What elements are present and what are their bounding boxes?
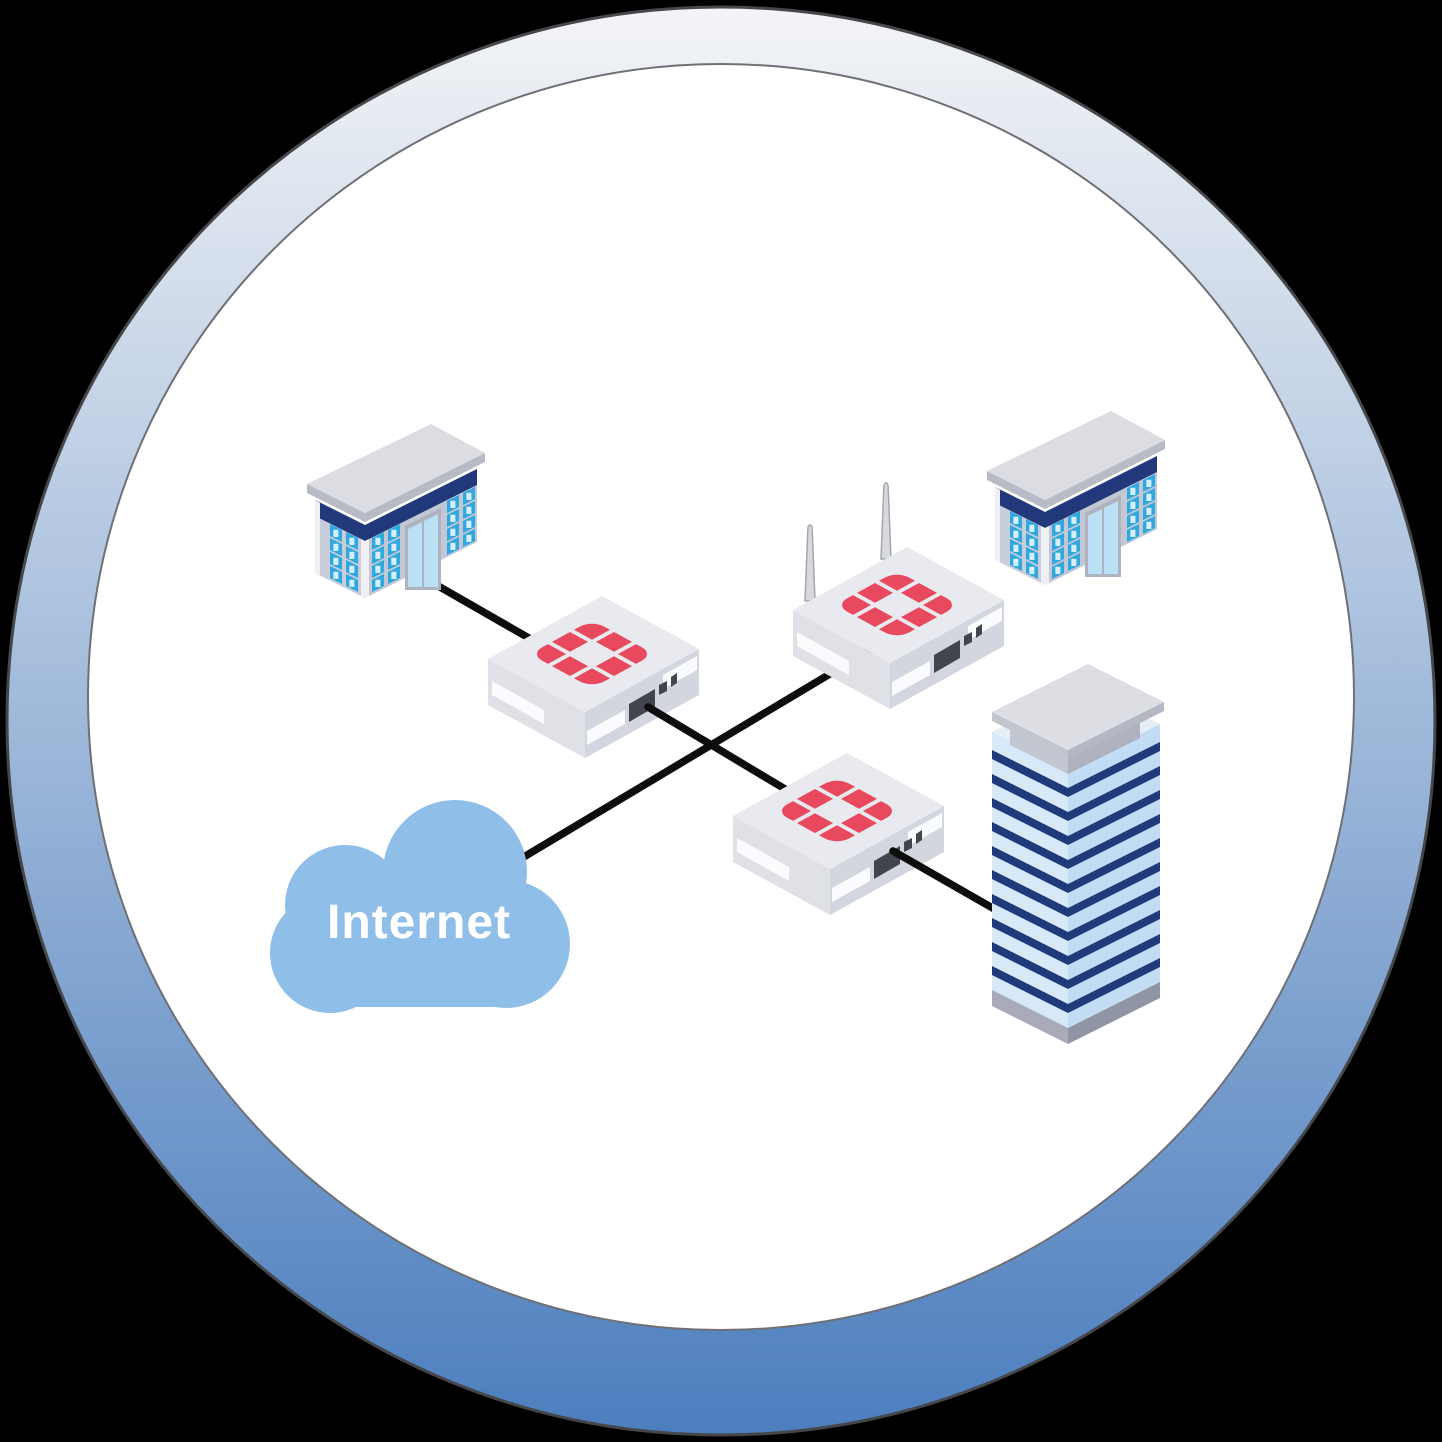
datacenter-tower <box>992 664 1164 1044</box>
internet-cloud: Internet <box>270 800 570 1013</box>
link-firewall-1-firewall-2 <box>644 703 804 802</box>
link-internet-cloud-firewall-wifi <box>508 646 874 868</box>
badge-inner-disc <box>87 63 1355 1331</box>
link-firewall-2-datacenter-tower <box>889 847 1014 922</box>
internet-label: Internet <box>327 896 511 949</box>
